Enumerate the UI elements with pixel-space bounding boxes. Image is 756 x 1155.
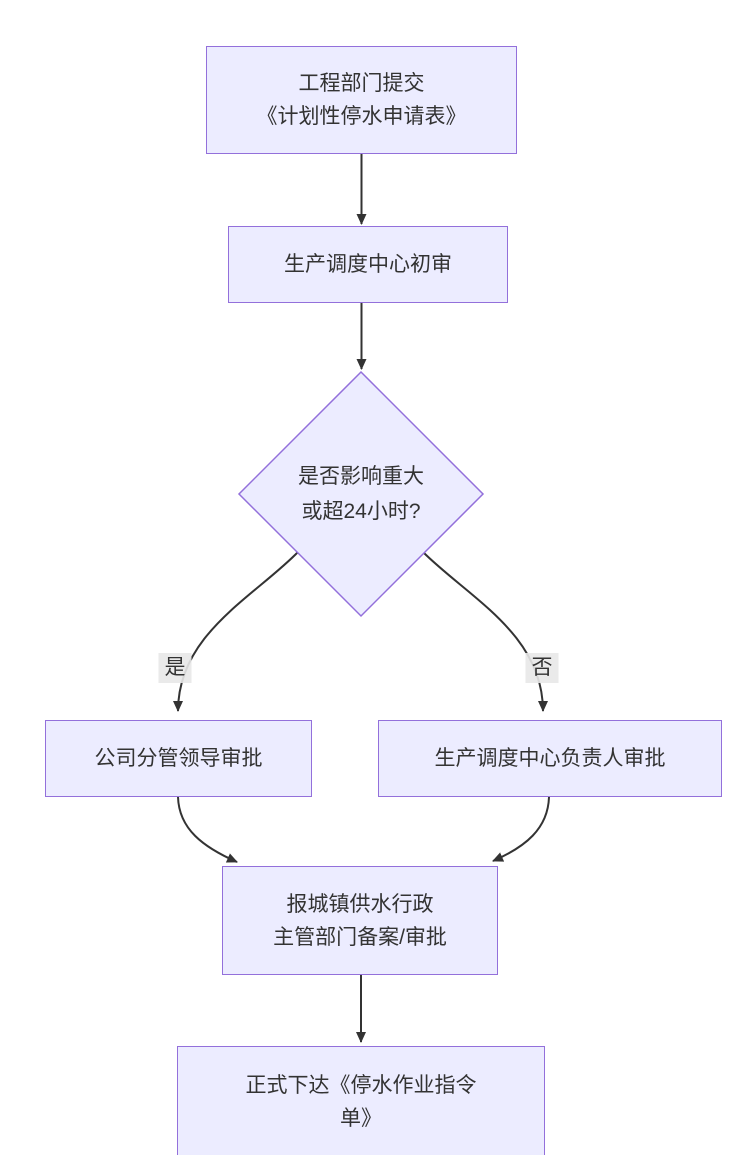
- edge-decision-no: [422, 551, 548, 712]
- node-report-water-authority: 报城镇供水行政 主管部门备案/审批: [222, 866, 498, 975]
- decision-diamond-shape: [237, 370, 485, 618]
- node-submit-application: 工程部门提交 《计划性停水申请表》: [206, 46, 517, 154]
- node-issue-shutoff-order: 正式下达《停水作业指令 单》: [177, 1046, 545, 1155]
- edge-leader-to-report: [177, 796, 238, 863]
- edge-decision-yes: [173, 551, 299, 712]
- node-dispatch-initial-review: 生产调度中心初审: [228, 226, 508, 303]
- node-decision-major-impact: 是否影响重大 或超24小时?: [298, 465, 424, 523]
- node-dispatch-head-approval: 生产调度中心负责人审批: [378, 720, 722, 797]
- node-company-leader-approval: 公司分管领导审批: [45, 720, 312, 797]
- edge-label-no: 否: [525, 653, 559, 683]
- edge-label-yes: 是: [158, 653, 192, 683]
- edge-head-to-report: [492, 796, 550, 862]
